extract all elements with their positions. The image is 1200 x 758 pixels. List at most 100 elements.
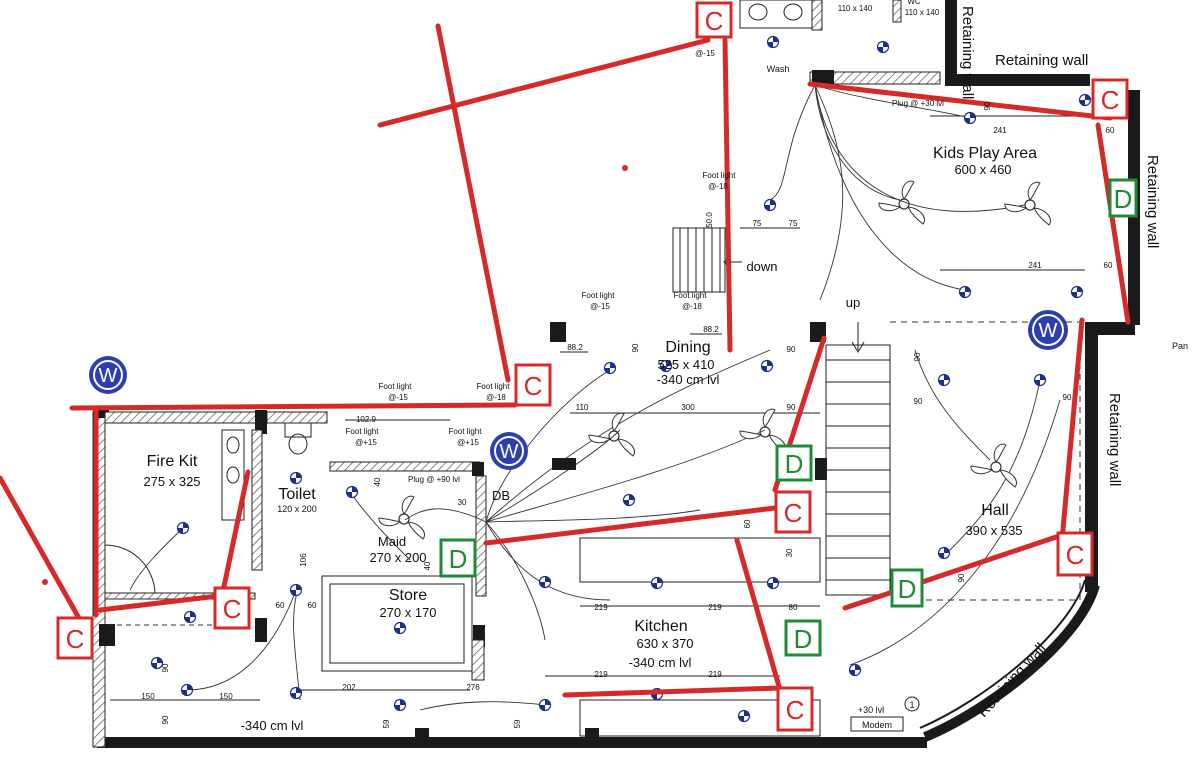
- svg-text:D: D: [1114, 184, 1133, 214]
- svg-text:Foot light: Foot light: [477, 382, 511, 391]
- svg-text:102.9: 102.9: [356, 415, 377, 424]
- light-icon: [538, 575, 552, 589]
- svg-text:202: 202: [342, 683, 356, 692]
- svg-text:90: 90: [914, 397, 923, 406]
- room-labels: Fire Kit 275 x 325 Toilet 120 x 200 Maid…: [143, 0, 1037, 670]
- modem-label: Modem: [862, 720, 892, 730]
- light-icon: [848, 663, 862, 677]
- svg-text:C: C: [524, 371, 543, 401]
- svg-text:90: 90: [913, 352, 922, 361]
- room-level-dining: -340 cm lvl: [657, 372, 720, 387]
- svg-text:@+15: @+15: [355, 438, 377, 447]
- svg-text:60: 60: [308, 601, 317, 610]
- svg-text:Foot light: Foot light: [703, 171, 737, 180]
- marker-d: D: [890, 568, 924, 608]
- wiring: [129, 84, 1061, 711]
- svg-text:Foot light: Foot light: [346, 427, 380, 436]
- room-level-kitchen: -340 cm lvl: [629, 655, 692, 670]
- down-staircase: [672, 227, 742, 293]
- svg-text:90: 90: [1063, 393, 1072, 402]
- light-icon: [766, 35, 780, 49]
- svg-text:40: 40: [423, 561, 432, 570]
- marker-circle-one: 1: [909, 700, 914, 710]
- svg-text:300: 300: [681, 403, 695, 412]
- room-name-fire-kit: Fire Kit: [147, 453, 198, 470]
- room-size-wc: 110 x 140: [905, 8, 940, 17]
- room-name-kids-play-area: Kids Play Area: [933, 145, 1037, 162]
- svg-text:W: W: [500, 441, 519, 463]
- svg-text:241: 241: [1028, 261, 1042, 270]
- room-size-maid: 270 x 200: [369, 550, 426, 565]
- svg-text:30: 30: [458, 498, 467, 507]
- light-icon: [937, 373, 951, 387]
- marker-d: D: [439, 538, 477, 578]
- room-size-store: 270 x 170: [379, 605, 436, 620]
- fan-icon: [378, 495, 426, 540]
- svg-text:C: C: [786, 695, 805, 725]
- room-name-kitchen: Kitchen: [634, 618, 687, 635]
- svg-text:241: 241: [993, 126, 1007, 135]
- light-fixtures: [150, 35, 1092, 723]
- svg-text:30: 30: [785, 548, 794, 557]
- marker-c: C: [56, 616, 94, 660]
- dimension-labels: 300 110 90 90 241 60 241 60 75 75 219 21…: [141, 101, 1115, 728]
- light-icon: [622, 493, 636, 507]
- fan-icon: [1004, 181, 1052, 226]
- marker-w: W: [490, 432, 528, 470]
- svg-text:C: C: [223, 594, 242, 624]
- retaining-wall-label-top-vertical: Retaining wall: [959, 6, 976, 99]
- light-icon: [183, 610, 197, 624]
- light-icon: [1070, 285, 1084, 299]
- svg-text:@+15: @+15: [457, 438, 479, 447]
- svg-text:60: 60: [1104, 261, 1113, 270]
- light-icon: [345, 485, 359, 499]
- svg-text:C: C: [1101, 85, 1120, 115]
- light-icon: [763, 198, 777, 212]
- retaining-wall-label-top: Retaining wall: [995, 52, 1088, 69]
- svg-text:@-18: @-18: [682, 302, 702, 311]
- svg-text:59: 59: [513, 719, 522, 728]
- svg-text:219: 219: [594, 670, 608, 679]
- fan-icon: [878, 180, 926, 225]
- marker-c: C: [774, 490, 812, 534]
- marker-c: C: [1091, 78, 1129, 120]
- light-icon: [876, 40, 890, 54]
- svg-text:D: D: [449, 544, 468, 574]
- svg-text:150: 150: [141, 692, 155, 701]
- svg-text:40: 40: [373, 477, 382, 486]
- light-icon: [289, 686, 303, 700]
- pan-label: Pan: [1172, 341, 1188, 351]
- light-icon: [760, 359, 774, 373]
- room-size-wc-left: 110 x 140: [838, 4, 873, 13]
- svg-text:90: 90: [957, 573, 966, 582]
- svg-text:110: 110: [576, 403, 589, 412]
- svg-text:Foot light: Foot light: [379, 382, 413, 391]
- plug-label-kids: Plug @ +30 lvl: [892, 99, 944, 108]
- svg-text:75: 75: [753, 219, 762, 228]
- light-icon: [937, 546, 951, 560]
- marker-c: C: [1056, 531, 1094, 577]
- svg-text:D: D: [898, 574, 917, 604]
- modem-level: +30 lvl: [858, 705, 884, 715]
- light-icon: [766, 576, 780, 590]
- room-size-dining: 525 x 410: [657, 357, 714, 372]
- floor-level-bottom: -340 cm lvl: [241, 718, 304, 733]
- marker-c: C: [213, 586, 251, 630]
- svg-text:@-15: @-15: [695, 49, 715, 58]
- up-label: up: [846, 295, 860, 310]
- light-icon: [963, 111, 977, 125]
- dimension-lines: [110, 115, 1090, 701]
- svg-text:60: 60: [1106, 126, 1115, 135]
- svg-text:90: 90: [161, 715, 170, 724]
- room-name-hall: Hall: [981, 502, 1009, 519]
- red-annotation-lines: [0, 23, 1131, 698]
- svg-text:60: 60: [743, 519, 752, 528]
- room-size-fire-kit: 275 x 325: [143, 474, 200, 489]
- svg-text:90: 90: [631, 343, 640, 352]
- marker-c: C: [776, 686, 814, 732]
- svg-text:@-18: @-18: [708, 182, 728, 191]
- svg-text:60: 60: [276, 601, 285, 610]
- room-name-dining: Dining: [665, 339, 710, 356]
- room-name-wc: WC: [907, 0, 921, 6]
